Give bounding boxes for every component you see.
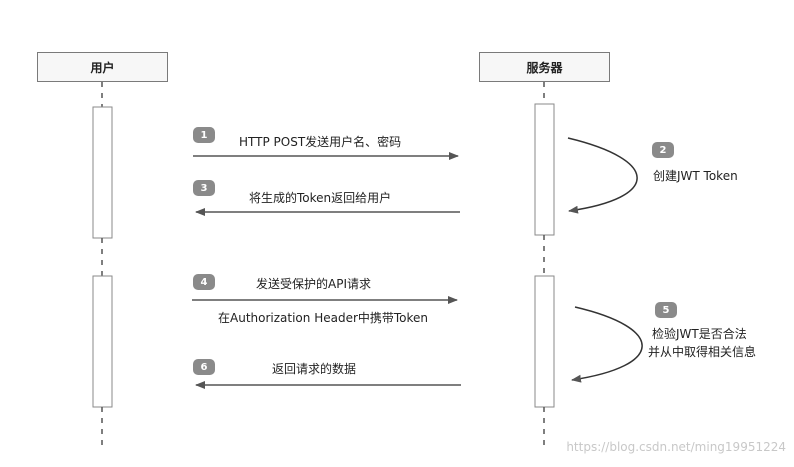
step-badge-1: 1 (193, 127, 215, 143)
message-1-label: HTTP POST发送用户名、密码 (239, 135, 402, 149)
participant-server-label: 服务器 (526, 60, 563, 75)
note-5-label: 检验JWT是否合法 (652, 327, 747, 341)
self-call-2-arrow (567, 137, 638, 214)
server-activation-bar-1 (534, 103, 555, 236)
message-6-label: 返回请求的数据 (272, 362, 357, 376)
note-5-sublabel: 并从中取得相关信息 (648, 345, 757, 359)
participant-user: 用户 (37, 52, 168, 82)
server-activation-bar-2 (534, 275, 555, 408)
step-badge-5: 5 (655, 302, 677, 318)
step-badge-2: 2 (652, 142, 674, 158)
user-activation-bar-1 (92, 106, 113, 239)
watermark-text: https://blog.csdn.net/ming19951224 (566, 440, 786, 454)
message-4-sublabel: 在Authorization Header中携带Token (218, 311, 429, 325)
message-4-label: 发送受保护的API请求 (256, 277, 371, 291)
note-2-label: 创建JWT Token (653, 169, 738, 183)
step-badge-6: 6 (193, 359, 215, 375)
user-activation-bar-2 (92, 275, 113, 408)
step-badge-3: 3 (193, 180, 215, 196)
step-badge-4: 4 (193, 274, 215, 290)
message-3-label: 将生成的Token返回给用户 (249, 191, 392, 205)
participant-user-label: 用户 (90, 60, 115, 75)
self-call-5-arrow (571, 306, 643, 383)
participant-server: 服务器 (479, 52, 610, 82)
